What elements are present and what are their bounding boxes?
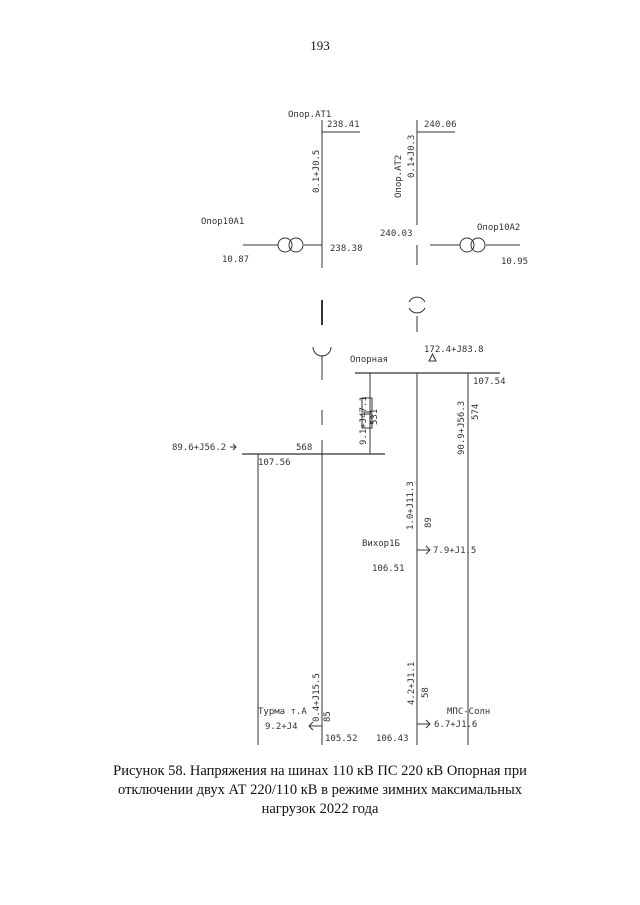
opor10a1-voltage-hv: 238.38: [330, 244, 363, 254]
tie-breaker-2: [361, 413, 373, 429]
tie-current: 531: [370, 409, 380, 425]
opor10a2-voltage-lv: 10.95: [501, 257, 528, 267]
turma-current: 85: [323, 711, 333, 722]
opornaya-load: 172.4+J83.8: [424, 345, 484, 355]
opor-at2-label: Опор.АТ2: [394, 155, 404, 198]
tie-breaker: [361, 397, 373, 413]
page-number: 193: [310, 38, 330, 53]
vikhor-current: 89: [424, 517, 434, 528]
vikhor-voltage: 106.51: [372, 564, 405, 574]
opor10a2-voltage-hv: 240.03: [380, 229, 413, 239]
vikhor-flow-up: 1.0+J11.3: [406, 481, 416, 530]
turma-load-arrow: [308, 721, 322, 731]
mps-flow: 4.2+J1.1: [407, 662, 417, 705]
bus-left-in-arrow: [230, 443, 237, 451]
bus-left-current: 568: [296, 443, 312, 453]
caption-line-2: отключении двух АТ 220/110 кВ в режиме з…: [118, 782, 522, 798]
at1-winding-lower: [312, 346, 332, 357]
opor-at1-flow: 0.1+J0.5: [312, 150, 322, 193]
mps-load: 6.7+J1.6: [434, 720, 477, 730]
opornaya-voltage: 107.54: [473, 377, 506, 387]
turma-label: Турма т.А: [258, 707, 307, 717]
opor-at1-voltage: 238.41: [327, 120, 360, 130]
right-line-flow: 90.9+J56.3: [457, 401, 467, 455]
transformer-10a2-left: [459, 237, 475, 253]
vikhor-load-arrow: [417, 545, 431, 555]
opor10a2-label: Опор10А2: [477, 223, 520, 233]
caption-line-3: нагрузок 2022 года: [261, 801, 379, 817]
right-line-current: 574: [471, 404, 481, 420]
opor10a1-label: Опор10А1: [201, 217, 244, 227]
bus-left-voltage: 107.56: [258, 458, 291, 468]
mps-current: 58: [421, 687, 431, 698]
tie-flow: 9.1+J47.1: [359, 396, 369, 445]
vikhor-label: Вихор1Б: [362, 539, 400, 549]
opor-at2-flow: 0.1+J0.3: [407, 135, 417, 178]
mps-voltage: 106.43: [376, 734, 409, 744]
opor-at2-voltage: 240.06: [424, 120, 457, 130]
turma-load: 9.2+J4: [265, 722, 298, 732]
transformer-10a1-right: [288, 237, 304, 253]
transformer-triangle: [428, 352, 437, 362]
mps-label: МПС-Солн: [447, 707, 490, 717]
turma-flow: 0.4+J15.5: [312, 673, 322, 722]
caption-line-1: Рисунок 58. Напряжения на шинах 110 кВ П…: [113, 763, 527, 779]
at2-winding-lower: [408, 307, 426, 314]
mps-load-arrow: [417, 719, 431, 729]
bus-left-flow-in: 89.6+J56.2: [172, 443, 226, 453]
turma-voltage: 105.52: [325, 734, 358, 744]
figure-caption: Рисунок 58. Напряжения на шинах 110 кВ П…: [90, 762, 550, 819]
opor-at1-label: Опор.АТ1: [288, 110, 331, 120]
vikhor-load: 7.9+J1.5: [433, 546, 476, 556]
opor10a1-voltage-lv: 10.87: [222, 255, 249, 265]
one-line-diagram: Опор.АТ1 238.41 0.1+J0.5 Опор.АТ2 240.06…: [172, 110, 528, 745]
at2-winding-upper: [408, 296, 426, 303]
transformer-10a1-left: [277, 237, 293, 253]
transformer-10a2-right: [470, 237, 486, 253]
opornaya-label: Опорная: [350, 355, 388, 365]
